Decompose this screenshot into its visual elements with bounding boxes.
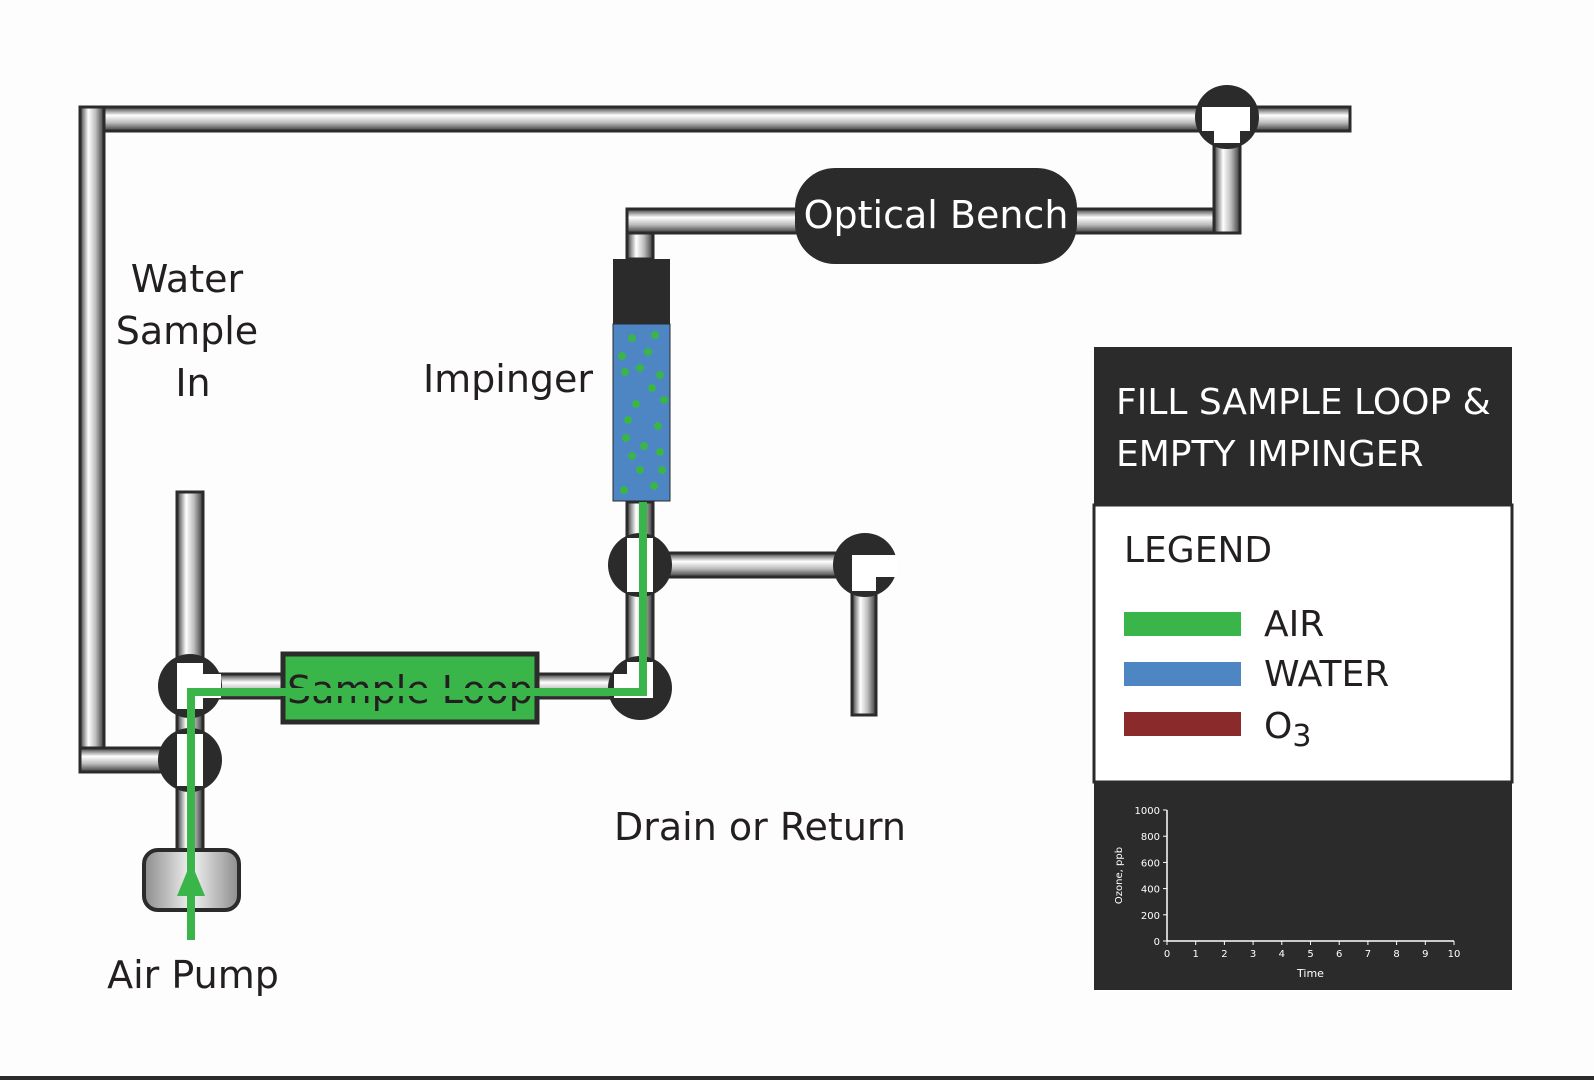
impinger-water: [612, 323, 671, 502]
legend-label-water: WATER: [1264, 654, 1389, 695]
water-sample-in-label: Water Sample In: [116, 257, 271, 405]
air-flow-arrow: [177, 862, 205, 896]
air-bubble: [648, 384, 656, 392]
optical-bench: Optical Bench: [795, 168, 1077, 264]
legend-swatch-water: [1124, 662, 1241, 686]
air-bubble: [632, 400, 640, 408]
y-tick-label: 200: [1141, 911, 1160, 922]
air-bubble: [636, 466, 644, 474]
impinger: [612, 259, 671, 502]
x-tick-label: 3: [1250, 949, 1256, 960]
legend-swatch-o3: [1124, 712, 1241, 736]
x-tick-label: 7: [1365, 949, 1371, 960]
air-bubble: [644, 348, 652, 356]
legend-label-o3: O3: [1264, 706, 1311, 754]
air-pump-label: Air Pump: [107, 953, 279, 997]
pipe-left-vertical: [78, 105, 106, 774]
air-bubble: [640, 442, 648, 450]
impinger-label: Impinger: [423, 357, 593, 401]
air-bubble: [618, 352, 626, 360]
pipe-top-horizontal: [78, 105, 1352, 133]
air-bubble: [622, 434, 630, 442]
pipe-water-inlet: [175, 490, 205, 684]
impinger-cap: [613, 259, 670, 324]
panel-title: FILL SAMPLE LOOP & EMPTY IMPINGER: [1116, 382, 1502, 475]
valve-top-right: [1195, 85, 1259, 149]
y-tick-label: 600: [1141, 858, 1160, 869]
y-axis-label: Ozone, ppb: [1114, 847, 1125, 904]
bottom-edge-bar: [0, 1076, 1594, 1080]
pipe-to-optical-bench: [625, 207, 799, 235]
air-bubble: [660, 396, 668, 404]
valve-drain: [833, 533, 897, 597]
air-bubble: [628, 452, 636, 460]
status-panel: FILL SAMPLE LOOP & EMPTY IMPINGER LEGEND…: [1092, 347, 1514, 990]
air-bubble: [620, 486, 628, 494]
x-tick-label: 2: [1221, 949, 1227, 960]
air-bubble: [658, 466, 666, 474]
y-tick-label: 400: [1141, 885, 1160, 896]
air-bubble: [651, 331, 659, 339]
x-tick-label: 4: [1279, 949, 1285, 960]
air-bubble: [650, 482, 658, 490]
x-tick-label: 1: [1193, 949, 1199, 960]
air-bubble: [656, 371, 664, 379]
x-tick-label: 9: [1422, 949, 1428, 960]
air-bubble: [621, 368, 629, 376]
y-tick-label: 1000: [1135, 806, 1160, 817]
air-bubbles: [618, 331, 668, 494]
air-bubble: [624, 416, 632, 424]
air-bubble: [636, 364, 644, 372]
panel-title-box: [1094, 347, 1512, 505]
air-bubble: [654, 422, 662, 430]
x-tick-label: 5: [1307, 949, 1313, 960]
air-flow-path: [177, 502, 647, 940]
legend-swatch-air: [1124, 612, 1241, 636]
x-tick-label: 10: [1448, 949, 1461, 960]
y-tick-label: 800: [1141, 832, 1160, 843]
x-axis-label: Time: [1296, 967, 1324, 980]
ozone-chart-box: [1094, 782, 1512, 990]
x-tick-label: 6: [1336, 949, 1342, 960]
legend-title: LEGEND: [1124, 530, 1272, 571]
valve-upper-left: [158, 654, 222, 718]
air-bubble: [656, 448, 664, 456]
optical-bench-label: Optical Bench: [804, 193, 1069, 237]
x-tick-label: 0: [1164, 949, 1170, 960]
y-tick-label: 0: [1154, 937, 1160, 948]
x-tick-label: 8: [1393, 949, 1399, 960]
drain-or-return-label: Drain or Return: [614, 805, 906, 849]
legend-label-air: AIR: [1264, 604, 1324, 645]
air-bubble: [628, 334, 636, 342]
